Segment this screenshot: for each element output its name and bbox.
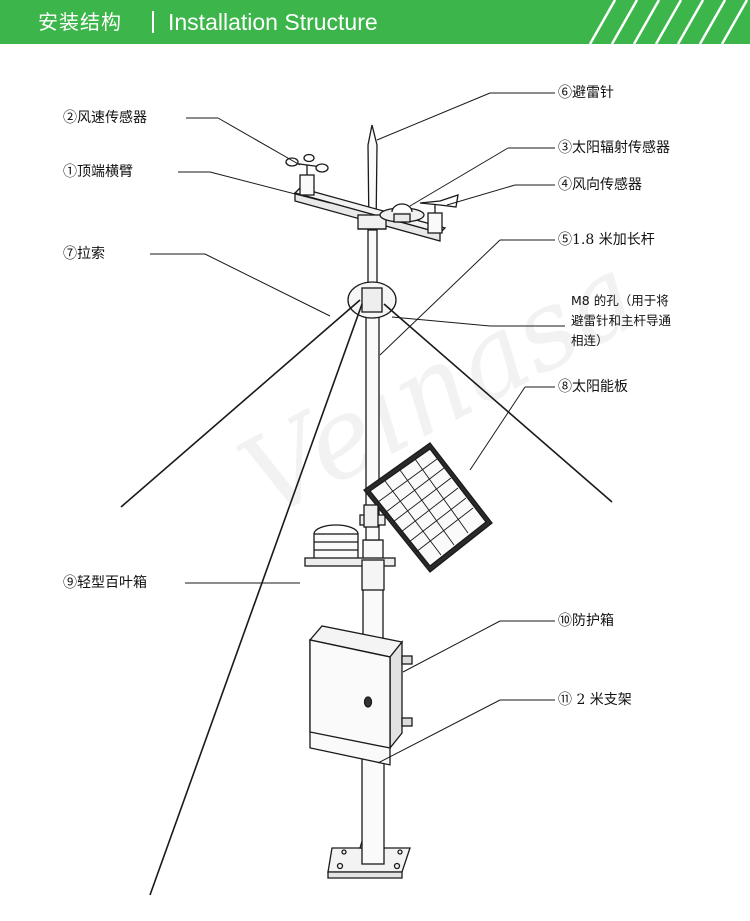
label-protective-box: ⑩防护箱 [558,613,614,629]
header-divider [152,11,154,33]
leader-lines [150,92,565,764]
label-solar-radiation-sensor: ③太阳辐射传感器 [558,140,670,156]
label-m8-hole: M8 的孔（用于将避雷针和主杆导通相连） [571,293,672,348]
wind-direction-sensor [419,194,459,234]
louver-box [304,524,396,591]
header-title-en: Installation Structure [168,9,378,35]
main-pole [359,224,386,865]
label-wind-speed-sensor: ②风速传感器 [63,110,147,126]
guy-wires [120,299,613,896]
label-solar-panel: ⑧太阳能板 [558,379,628,395]
header-title-zh: 安装结构 [38,10,122,34]
station-diagram [120,92,613,896]
wind-speed-sensor [285,153,329,196]
solar-radiation-sensor [379,203,425,223]
label-louver-box: ⑨轻型百叶箱 [63,575,147,591]
lightning-rod [367,124,378,231]
label-wind-direction-sensor: ④风向传感器 [558,177,642,193]
label-support-2m: ⑪ 2 米支架 [558,692,632,708]
section-header: 安装结构 Installation Structure [0,0,750,44]
label-extension-pole: ⑤1.8 米加长杆 [558,232,655,248]
header-stripes-decoration [588,0,749,44]
protective-box [308,625,413,766]
label-top-crossarm: ①顶端横臂 [63,164,133,180]
guy-wire-clamp [347,281,397,319]
label-lightning-rod: ⑥避雷针 [558,85,614,101]
label-guy-wire: ⑦拉索 [63,246,105,262]
solar-panel [363,442,493,573]
